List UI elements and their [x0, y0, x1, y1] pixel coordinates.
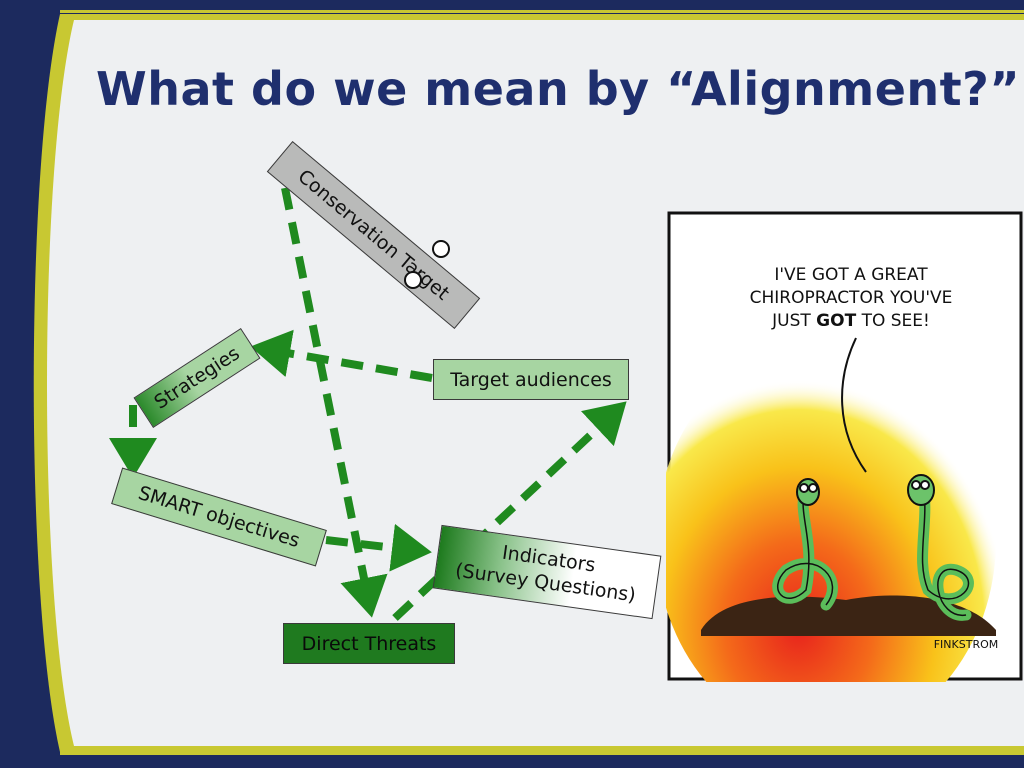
caption-just: JUST — [771, 311, 816, 331]
connector-dot-icon — [404, 271, 422, 289]
caption-to-see: TO SEE! — [856, 311, 930, 331]
cartoon-signature: FINKSTROM — [934, 638, 999, 651]
node-direct-threats: Direct Threats — [283, 623, 455, 664]
cartoon-caption-line3: JUST GOT TO SEE! — [771, 311, 930, 331]
cartoon-panel: I'VE GOT A GREAT CHIROPRACTOR YOU'VE JUS… — [666, 211, 1023, 682]
worm-left-icon — [772, 478, 838, 611]
worm-right-icon — [907, 474, 974, 621]
top-stripe — [60, 10, 1024, 13]
slide-title: What do we mean by “Alignment?” — [96, 62, 1021, 116]
cartoon-caption-line2: CHIROPRACTOR YOU'VE — [750, 288, 953, 308]
dirt-mound — [701, 595, 996, 636]
caption-got: GOT — [816, 311, 856, 331]
bottom-stripe — [60, 752, 1024, 755]
speech-line — [841, 337, 867, 473]
node-target-audiences: Target audiences — [433, 359, 629, 400]
cartoon-caption-line1: I'VE GOT A GREAT — [774, 265, 928, 285]
node-direct-threats-label: Direct Threats — [301, 632, 437, 655]
node-target-audiences-label: Target audiences — [450, 368, 612, 391]
connector-dot-icon — [432, 240, 450, 258]
